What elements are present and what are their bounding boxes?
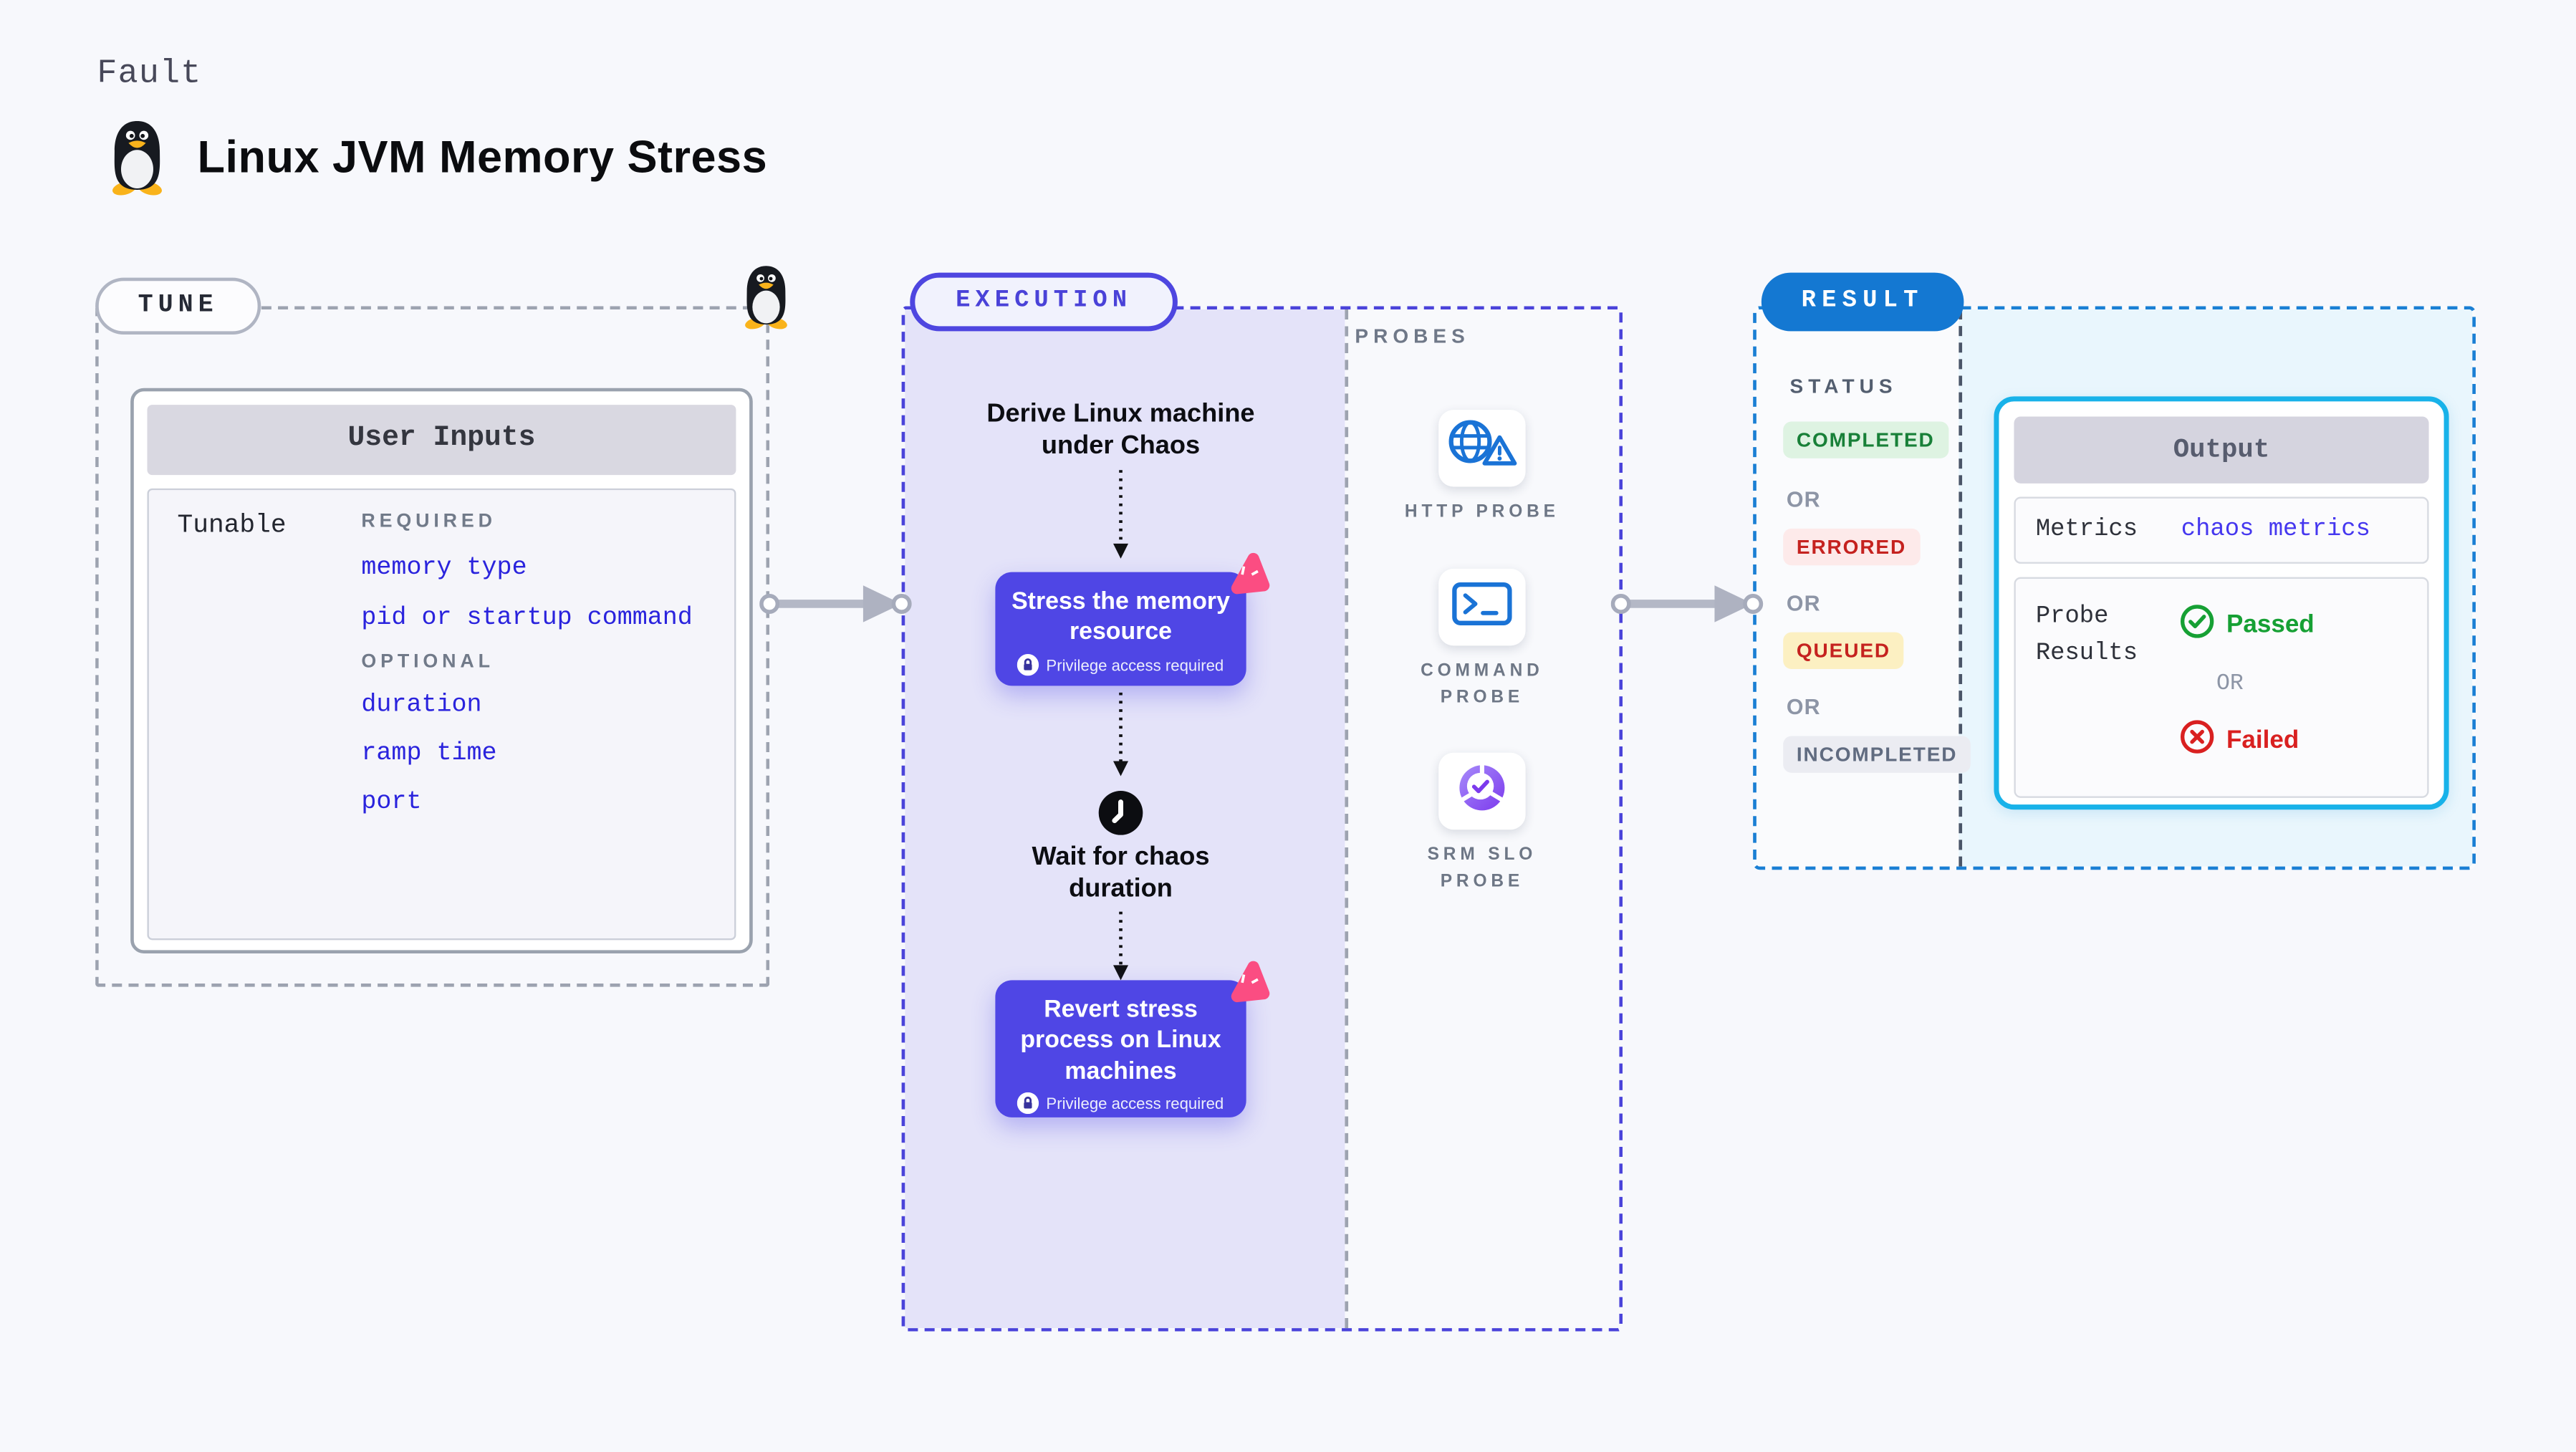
param-link-duration[interactable]: duration [361, 691, 482, 720]
metrics-row: Metrics chaos metrics [2014, 496, 2429, 564]
probes-label: PROBES [1355, 324, 1470, 348]
param-link-port[interactable]: port [361, 787, 422, 817]
flow-arrow-down [1109, 470, 1133, 567]
flow-arrow-down [1109, 692, 1133, 784]
privilege-note: Privilege access required [1046, 657, 1224, 676]
wait-step-text: Wait for chaos duration [1032, 842, 1210, 904]
result-section-label: RESULT [1761, 272, 1964, 332]
tune-to-execution-arrow [759, 582, 913, 634]
privilege-note: Privilege access required [1046, 1096, 1224, 1115]
stress-step-title: Stress the memory resource [1011, 588, 1230, 646]
tux-penguin-icon-small [738, 263, 794, 338]
status-badge-errored: ERRORED [1783, 528, 1920, 566]
check-circle-icon [2180, 604, 2215, 645]
revert-step-title: Revert stress process on Linux machines [1020, 996, 1221, 1085]
output-header: Output [2014, 416, 2429, 484]
command-probe-card[interactable] [1438, 568, 1526, 646]
srm-slo-probe-label: SRM SLO PROBE [1427, 845, 1537, 893]
or-label: OR [1786, 590, 1821, 616]
probe-results-label: Probe Results [2035, 603, 2138, 668]
command-probe-label: COMMAND PROBE [1421, 660, 1544, 708]
tunable-label: Tunable [177, 510, 287, 541]
execution-to-result-arrow [1610, 582, 1765, 634]
failed-label: Failed [2226, 726, 2299, 755]
wait-clock-icon [1097, 789, 1144, 845]
revert-step-node[interactable]: Revert stress process on Linux machines … [995, 980, 1246, 1117]
probe-failed-verdict: Failed [2180, 719, 2299, 761]
tune-section [95, 306, 770, 987]
probe-passed-verdict: Passed [2180, 604, 2315, 645]
status-badge-completed: COMPLETED [1783, 421, 1948, 458]
status-label: STATUS [1789, 375, 1898, 398]
status-badge-incompleted: INCOMPLETED [1783, 736, 1971, 773]
tune-section-label: TUNE [95, 277, 261, 335]
http-probe-label: HTTP PROBE [1404, 501, 1559, 522]
chaos-metrics-link[interactable]: chaos metrics [2181, 516, 2370, 544]
tux-penguin-icon [104, 117, 170, 203]
param-link-pid-or-startup-command[interactable]: pid or startup command [361, 603, 693, 633]
globe-alert-icon [1442, 415, 1522, 481]
slo-donut-icon [1451, 759, 1514, 824]
lock-icon [1017, 653, 1040, 680]
or-label: OR [1786, 694, 1821, 720]
metrics-label: Metrics [2035, 516, 2138, 544]
status-badge-queued: QUEUED [1783, 632, 1904, 670]
user-inputs-body: Tunable REQUIRED memory type pid or star… [147, 488, 736, 941]
page-title: Linux JVM Memory Stress [197, 132, 768, 183]
derive-step-text: Derive Linux machine under Chaos [986, 400, 1255, 461]
required-label: REQUIRED [361, 511, 496, 532]
x-circle-icon [2180, 719, 2215, 761]
or-label: OR [2216, 672, 2244, 698]
srm-slo-probe-card[interactable] [1438, 752, 1526, 830]
lock-icon [1017, 1092, 1040, 1118]
execution-section-label: EXECUTION [910, 272, 1178, 332]
fault-kicker: Fault [97, 55, 202, 94]
user-inputs-card: User Inputs Tunable REQUIRED memory type… [130, 388, 753, 954]
chaos-icon [1222, 958, 1273, 1016]
flow-arrow-down [1109, 911, 1133, 989]
passed-label: Passed [2226, 610, 2315, 640]
param-link-memory-type[interactable]: memory type [361, 553, 527, 582]
probe-results-row: Probe Results Passed OR [2014, 577, 2429, 798]
chaos-icon [1222, 549, 1273, 607]
output-card: Output Metrics chaos metrics Probe Resul… [1994, 396, 2449, 810]
http-probe-card[interactable] [1438, 410, 1526, 487]
stress-step-node[interactable]: Stress the memory resource Privilege acc… [995, 572, 1246, 686]
terminal-icon [1448, 578, 1515, 637]
user-inputs-header: User Inputs [147, 405, 736, 476]
param-link-ramp-time[interactable]: ramp time [361, 739, 497, 768]
or-label: OR [1786, 486, 1821, 512]
optional-label: OPTIONAL [361, 652, 494, 673]
